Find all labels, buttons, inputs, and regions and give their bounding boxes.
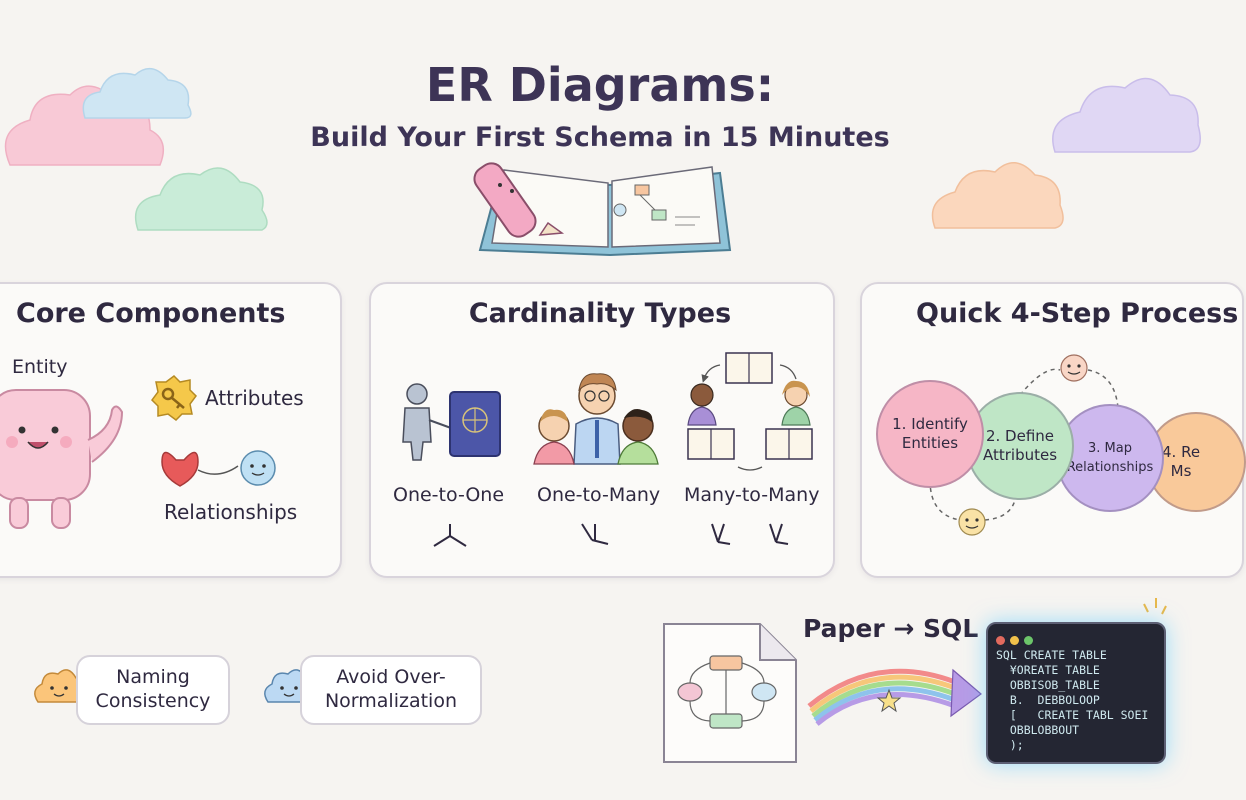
rainbow-arrow-icon	[807, 668, 982, 726]
step-label-1: 1. Identify Entities	[892, 415, 968, 452]
blue-cloud-icon	[82, 67, 192, 119]
tip-naming-label: Naming Consistency	[95, 666, 211, 712]
code-line: SQL CREATE TABLE	[996, 648, 1107, 662]
entity-label: Entity	[12, 356, 68, 378]
many-to-many-illustration	[687, 352, 813, 471]
code-line: B. DEBBOLOOP	[996, 693, 1100, 707]
tip-naming-consistency: Naming Consistency	[76, 655, 230, 725]
code-line: OBBLOBBOUT	[996, 723, 1080, 737]
paper-diagram-icon	[663, 623, 797, 763]
book-pen-illustration	[473, 162, 732, 257]
relationship-icon	[161, 450, 276, 487]
tip-normalization-label: Avoid Over- Normalization	[324, 666, 458, 712]
code-line: );	[996, 738, 1024, 752]
core-components-title: Core Components	[16, 298, 286, 329]
one-to-many-illustration	[533, 373, 659, 465]
sql-code-window: SQL CREATE TABLE ¥OREATE TABLE OBBISOB_T…	[986, 622, 1166, 764]
green-cloud-icon	[134, 167, 268, 231]
paper-to-sql-label: Paper → SQL	[803, 614, 979, 643]
close-dot-icon	[996, 636, 1005, 645]
window-controls	[996, 630, 1034, 649]
attributes-label: Attributes	[205, 386, 304, 410]
step-label-2: 2. Define Attributes	[982, 427, 1058, 464]
pen-character-icon	[473, 162, 565, 238]
process-arrows	[929, 354, 1119, 536]
decorative-clouds	[4, 67, 1201, 231]
step-circle-1: 1. Identify Entities	[876, 380, 984, 488]
relationships-label: Relationships	[164, 500, 298, 524]
page-title: ER Diagrams:	[425, 58, 775, 112]
entity-character-icon	[0, 389, 124, 529]
code-body: SQL CREATE TABLE ¥OREATE TABLE OBBISOB_T…	[996, 648, 1148, 753]
one-to-one-label: One-to-One	[393, 484, 505, 506]
cardinality-title: Cardinality Types	[468, 298, 732, 329]
step-circle-2: 2. Define Attributes	[966, 392, 1074, 500]
crowsfoot-many-many-left-icon	[711, 523, 731, 545]
key-icon	[151, 375, 197, 421]
step-label-3: 3. Map Relationships	[1066, 441, 1154, 475]
orange-cloud-icon	[931, 162, 1064, 229]
sparkle-icon	[1143, 598, 1167, 615]
many-to-many-label: Many-to-Many	[684, 484, 820, 506]
crowsfoot-many-icon	[581, 523, 609, 545]
code-line: ¥OREATE TABLE	[996, 663, 1100, 677]
code-line: OBBISOB_TABLE	[996, 678, 1100, 692]
tip-avoid-over-normalization: Avoid Over- Normalization	[300, 655, 482, 725]
one-to-one-illustration	[402, 383, 501, 461]
crowsfoot-many-many-right-icon	[769, 523, 789, 545]
one-to-many-label: One-to-Many	[537, 484, 661, 506]
crowsfoot-one-icon	[433, 524, 467, 547]
page-subtitle: Build Your First Schema in 15 Minutes	[310, 122, 890, 153]
step-label-4: 4. Re Ms	[1162, 443, 1201, 480]
maximize-dot-icon	[1024, 636, 1034, 645]
code-line: [ CREATE TABL SOEI	[996, 708, 1149, 722]
purple-cloud-icon	[1052, 77, 1201, 153]
minimize-dot-icon	[1010, 636, 1020, 645]
process-title: Quick 4-Step Process	[916, 298, 1239, 329]
